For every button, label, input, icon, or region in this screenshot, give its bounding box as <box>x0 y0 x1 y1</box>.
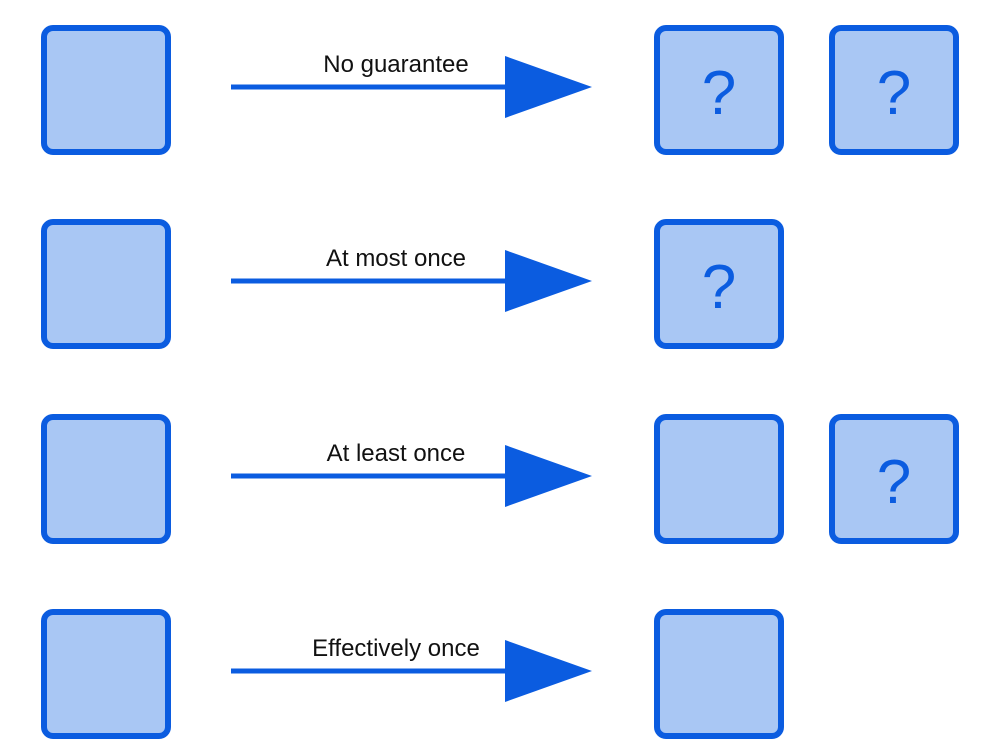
source-message-box <box>41 219 171 349</box>
delivered-message-box <box>654 414 784 544</box>
arrow-head <box>505 56 592 118</box>
question-mark: ? <box>877 59 911 128</box>
delivered-message-box <box>829 414 959 544</box>
arrow-head <box>505 640 592 702</box>
delivered-message-box <box>654 25 784 155</box>
guarantee-label: At most once <box>326 245 466 272</box>
delivered-message-box <box>654 219 784 349</box>
guarantee-label: At least once <box>327 440 466 467</box>
source-message-box <box>41 414 171 544</box>
source-message-box <box>41 609 171 739</box>
guarantee-label: No guarantee <box>323 51 468 78</box>
question-mark: ? <box>877 448 911 517</box>
delivered-message-box <box>654 609 784 739</box>
arrow-head <box>505 445 592 507</box>
question-mark: ? <box>702 59 736 128</box>
guarantee-label: Effectively once <box>312 635 480 662</box>
source-message-box <box>41 25 171 155</box>
delivered-message-box <box>829 25 959 155</box>
question-mark: ? <box>702 253 736 322</box>
arrow-head <box>505 250 592 312</box>
